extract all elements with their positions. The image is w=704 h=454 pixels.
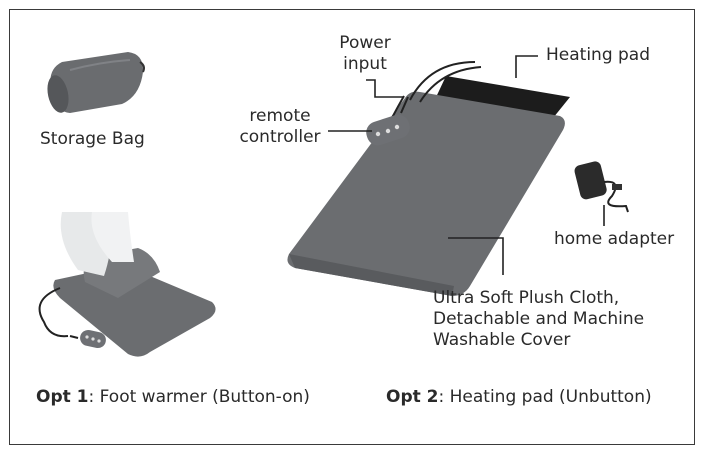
home-adapter-image [574, 161, 629, 213]
heating-pad-leader [515, 55, 538, 78]
option-2-caption: Opt 2: Heating pad (Unbutton) [386, 387, 652, 408]
foot-warmer-image [38, 212, 216, 357]
option-2-desc: : Heating pad (Unbutton) [438, 387, 652, 407]
power-input-leader [366, 79, 404, 98]
heating-pad-label: Heating pad [546, 45, 651, 65]
cover-line1: Ultra Soft Plush Cloth, [433, 288, 620, 308]
cover-label: Ultra Soft Plush Cloth, Detachable and M… [433, 288, 644, 351]
option-2-name: Opt 2 [386, 387, 439, 407]
cover-line2: Detachable and Machine [433, 309, 645, 329]
power-input-line2: input [343, 54, 387, 74]
storage-bag-image [47, 52, 145, 113]
remote-line1: remote [249, 106, 311, 126]
storage-bag-label: Storage Bag [40, 129, 145, 149]
remote-controller-image [366, 114, 410, 146]
power-input-label: Power input [330, 33, 400, 75]
option-1-caption: Opt 1: Foot warmer (Button-on) [36, 387, 310, 408]
home-adapter-label: home adapter [554, 229, 675, 249]
diagram-frame [9, 9, 695, 445]
remote-line2: controller [239, 127, 321, 147]
cover-line3: Washable Cover [433, 330, 571, 350]
cover-leader [448, 237, 504, 275]
option-1-desc: : Foot warmer (Button-on) [88, 387, 310, 407]
remote-controller-label: remote controller [232, 106, 328, 148]
plush-cover-image [287, 91, 565, 296]
option-1-name: Opt 1 [36, 387, 89, 407]
power-input-line1: Power [339, 33, 391, 53]
leader-lines [328, 55, 605, 275]
